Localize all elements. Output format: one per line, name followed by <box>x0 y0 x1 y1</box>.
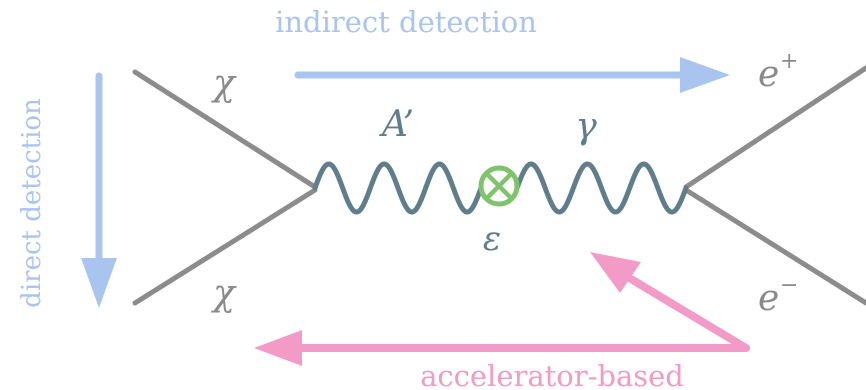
chi-incoming-line-top <box>132 69 318 190</box>
chi-top-label: χ <box>210 63 237 104</box>
positron-outgoing-line <box>683 65 866 190</box>
positron-base: e <box>758 54 779 95</box>
mixing-label: ε <box>483 219 501 259</box>
electron-base: e <box>758 278 779 319</box>
positron-superscript: + <box>780 49 798 74</box>
electron-outgoing-line <box>683 187 866 306</box>
accelerator-based-label: accelerator-based <box>420 359 684 390</box>
chi-bottom-label: χ <box>210 273 237 314</box>
direct-detection-label: direct detection <box>17 98 47 308</box>
electron-superscript: − <box>780 273 798 298</box>
indirect-detection-arrow <box>294 57 730 93</box>
indirect-detection-label: indirect detection <box>275 5 537 39</box>
photon-label: γ <box>575 106 597 147</box>
circled-times-icon <box>478 165 520 207</box>
photon-propagator <box>514 161 689 215</box>
chi-incoming-line-bottom <box>132 187 318 306</box>
positron-label: e + <box>758 49 798 95</box>
accelerator-based-arrow <box>254 252 750 366</box>
dark-photon-label: A’ <box>379 104 414 145</box>
electron-label: e − <box>758 273 798 319</box>
dark-photon-propagator <box>312 161 484 215</box>
direct-detection-arrow <box>81 72 117 308</box>
